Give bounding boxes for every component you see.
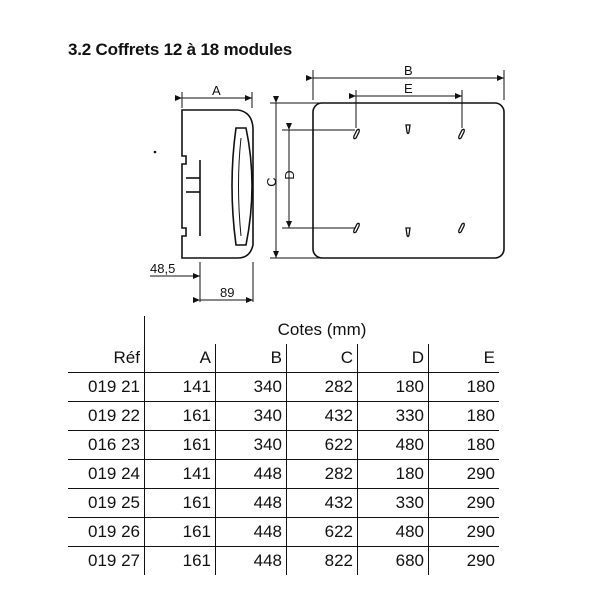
cell-c: 432 — [286, 488, 358, 518]
cell-d: 480 — [357, 517, 429, 547]
cell-b: 448 — [215, 517, 287, 547]
cell-d: 180 — [357, 372, 429, 402]
cell-b: 448 — [215, 459, 287, 489]
label-d: D — [282, 170, 297, 179]
cell-e: 180 — [428, 372, 499, 402]
cell-c: 622 — [286, 517, 358, 547]
label-b: B — [404, 63, 413, 78]
mounting-holes — [353, 124, 465, 238]
table-row: 019 22 161 340 432 330 180 — [68, 401, 499, 431]
cell-a: 161 — [144, 488, 216, 518]
table-row: 016 23 161 340 622 480 180 — [68, 430, 499, 460]
label-48-5: 48,5 — [150, 261, 175, 276]
cell-a: 161 — [144, 546, 216, 575]
table-row: 019 27 161 448 822 680 290 — [68, 546, 499, 575]
table-row: 019 21 141 340 282 180 180 — [68, 372, 499, 402]
table-row: 019 26 161 448 622 480 290 — [68, 517, 499, 547]
cell-c: 282 — [286, 372, 358, 402]
cell-e: 290 — [428, 488, 499, 518]
cell-b: 448 — [215, 546, 287, 575]
cell-e: 290 — [428, 517, 499, 547]
cell-ref: 019 24 — [68, 459, 145, 489]
cell-c: 822 — [286, 546, 358, 575]
cell-d: 680 — [357, 546, 429, 575]
cell-c: 622 — [286, 430, 358, 460]
cell-d: 330 — [357, 401, 429, 431]
cell-a: 161 — [144, 430, 216, 460]
header-ref: Réf — [68, 344, 145, 373]
cell-c: 282 — [286, 459, 358, 489]
dimension-48-5 — [150, 262, 201, 302]
section-title: 3.2 Coffrets 12 à 18 modules — [68, 40, 292, 59]
label-a: A — [212, 83, 221, 98]
cell-b: 340 — [215, 401, 287, 431]
cell-ref: 019 22 — [68, 401, 145, 431]
cell-c: 432 — [286, 401, 358, 431]
header-b: B — [215, 344, 287, 373]
dimension-89 — [193, 262, 254, 303]
cell-d: 330 — [357, 488, 429, 518]
cell-ref: 019 27 — [88, 551, 140, 570]
cell-e: 180 — [428, 401, 499, 431]
technical-drawing: A 48,5 89 C D B — [150, 63, 505, 303]
cell-ref: 019 26 — [68, 517, 145, 547]
front-view — [312, 102, 505, 259]
header-c: C — [286, 344, 358, 373]
cell-ref: 019 25 — [68, 488, 145, 518]
cell-b: 340 — [215, 372, 287, 402]
header-e: E — [428, 344, 499, 373]
cell-d: 180 — [357, 459, 429, 489]
dimension-c-d — [270, 96, 355, 259]
cell-d: 480 — [357, 430, 429, 460]
table-row: 019 25 161 448 432 330 290 — [68, 488, 499, 518]
cell-b: 340 — [215, 430, 287, 460]
dimensions-table: Cotes (mm) Réf A B C D E 019 21 141 340 … — [68, 316, 499, 575]
cell-a: 161 — [144, 517, 216, 547]
dimension-b — [306, 70, 505, 100]
cell-ref: 019 21 — [68, 372, 145, 402]
dimension-e — [349, 90, 463, 128]
cell-a: 141 — [144, 459, 216, 489]
header-d: D — [357, 344, 429, 373]
cell-e: 290 — [428, 546, 499, 575]
cell-a: 161 — [144, 401, 216, 431]
cell-e: 180 — [428, 430, 499, 460]
cell-a: 141 — [144, 372, 216, 402]
side-view — [181, 109, 254, 259]
cell-e: 290 — [428, 459, 499, 489]
cotes-header: Cotes (mm) — [144, 316, 499, 344]
dimension-a — [175, 92, 253, 108]
header-a: A — [144, 344, 216, 373]
label-e: E — [404, 81, 413, 96]
label-c: C — [264, 177, 279, 186]
table-row: 019 24 141 448 282 180 290 — [68, 459, 499, 489]
stray-dot — [153, 150, 157, 154]
cell-ref: 016 23 — [68, 430, 145, 460]
cell-b: 448 — [215, 488, 287, 518]
label-89: 89 — [220, 285, 234, 300]
